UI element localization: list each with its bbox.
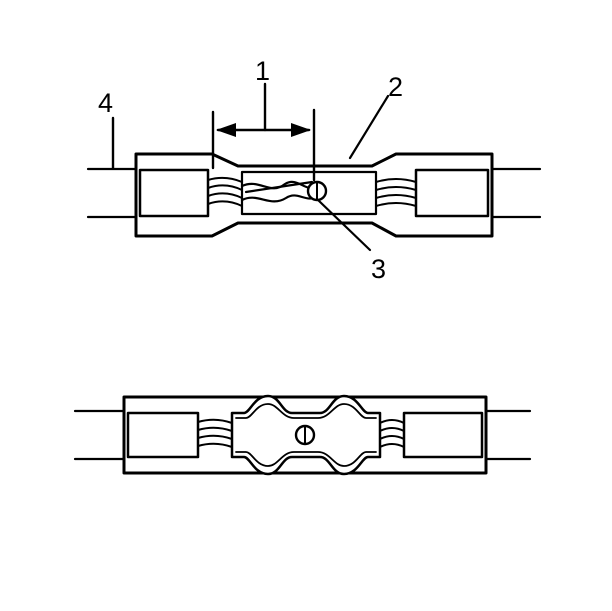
left-stripped-strands [207,176,243,207]
leader-3 [316,198,372,252]
callout-1: 1 [255,56,270,86]
left-wire-insulation-bottom [126,411,200,459]
callout-4: 4 [98,88,113,118]
crimped-splice-figure [73,394,532,476]
leader-2 [348,94,390,160]
right-stripped-strands [375,178,417,207]
left-strands-bottom [197,418,233,448]
right-strands-bottom [379,419,405,448]
crimp-inner-contour-lower [235,451,377,467]
right-wire-insulation-bottom [402,411,484,459]
strip-length-dimension [211,82,316,182]
callout-2: 2 [388,72,403,102]
right-wire-insulation [414,168,490,218]
left-wire-insulation [138,168,210,218]
crimp-inner-contour [235,403,377,419]
callout-3: 3 [371,254,386,284]
uncrimped-splice-figure: 1 2 3 4 [86,56,542,284]
